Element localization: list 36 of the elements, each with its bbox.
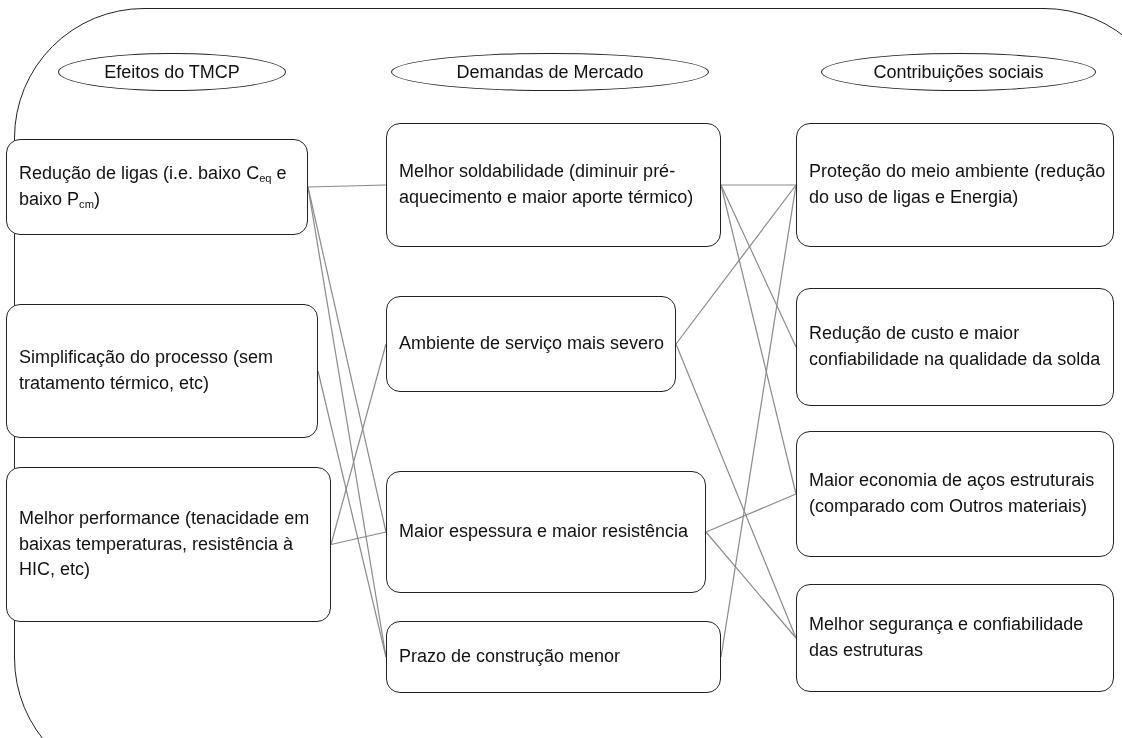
- box-text: Redução de custo e maior confiabilidade na qualidade da solda: [809, 322, 1102, 371]
- connector-line: [330, 343, 387, 546]
- connector-line: [720, 184, 797, 348]
- box-text: Ambiente de serviço mais severo: [399, 332, 665, 356]
- box-text: Maior economia de aços estruturais (comparado com Outros materiais): [809, 469, 1096, 518]
- box-text: Redução de ligas (i.e. baixo C$_{eq}$ e baixo P$_{cm}$): [19, 162, 288, 212]
- connector-line: [720, 184, 797, 495]
- rounded-box: [386, 296, 676, 392]
- rounded-box: [6, 467, 331, 622]
- box-text: Melhor soldabilidade (diminuir pré-aquecimento e maior aporte térmico): [399, 160, 695, 209]
- connector-line: [317, 370, 387, 658]
- box-text: Melhor segurança e confiabilidade das estruturas: [809, 613, 1085, 662]
- box-text: Prazo de construção menor: [399, 645, 621, 669]
- connector-line: [675, 184, 797, 345]
- rounded-box: [386, 621, 721, 693]
- connector-line: [705, 531, 797, 639]
- connector-line: [330, 531, 387, 546]
- column-heading: Demandas de Mercado: [456, 61, 644, 83]
- box-text: Melhor performance (tenacidade em baixas temperaturas, resistência à HIC, etc): [19, 507, 311, 582]
- connector-line: [307, 184, 387, 188]
- rounded-box: [6, 304, 318, 438]
- rounded-box: [796, 288, 1114, 406]
- rounded-box: [386, 123, 721, 247]
- column-heading: Contribuições sociais: [873, 61, 1044, 83]
- connector-line: [705, 493, 797, 533]
- connector-line: [675, 343, 797, 639]
- box-text: Proteção do meio ambiente (redução do uso de ligas e Energia): [809, 160, 1107, 209]
- column-heading: Efeitos do TMCP: [104, 61, 240, 83]
- rounded-box: [796, 123, 1114, 247]
- rounded-box: [796, 584, 1114, 692]
- rounded-box: [796, 431, 1114, 557]
- rounded-box: [6, 139, 308, 235]
- box-text: Maior espessura e maior resistência: [399, 520, 689, 544]
- rounded-box: [386, 471, 706, 593]
- box-text: Simplificação do processo (sem tratamento térmico, etc): [19, 346, 275, 395]
- connector-line: [720, 184, 797, 186]
